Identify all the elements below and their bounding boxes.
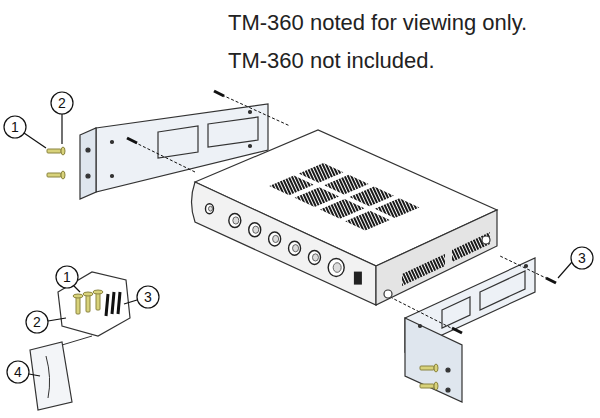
note-text: TM-360 noted for viewing only. (228, 10, 527, 36)
power-switch (354, 272, 362, 285)
note-text: TM-360 not included. (228, 48, 435, 74)
top-vents (269, 163, 419, 230)
callout-number: 2 (58, 96, 66, 110)
control-knob (308, 250, 320, 264)
control-knob (328, 259, 344, 277)
vent-grille (320, 199, 365, 219)
vent-grille (295, 187, 340, 207)
callout-circles (4, 92, 593, 383)
callout-number: 3 (144, 290, 152, 304)
vent-grille (269, 176, 314, 196)
screw-black (392, 256, 556, 333)
callout-number: 4 (14, 365, 22, 379)
callout-number: 2 (33, 315, 41, 329)
screw-yellow (47, 147, 438, 390)
control-knob (249, 223, 261, 237)
vent-grille (375, 198, 420, 218)
control-knob (205, 204, 213, 214)
vent-grille (349, 187, 394, 207)
callout-number: 1 (63, 270, 71, 284)
callout-number: 3 (578, 251, 586, 265)
front-controls (205, 204, 361, 285)
vent-grille (324, 175, 369, 195)
control-knob (229, 213, 241, 227)
tm-360-unit (192, 130, 498, 305)
callout-number: 1 (11, 120, 19, 134)
control-knob (289, 241, 301, 255)
right-bracket (405, 258, 535, 402)
control-knob (269, 232, 281, 246)
vent-grille (345, 211, 390, 231)
hardware-kit (30, 272, 130, 410)
vent-grille (299, 163, 344, 183)
